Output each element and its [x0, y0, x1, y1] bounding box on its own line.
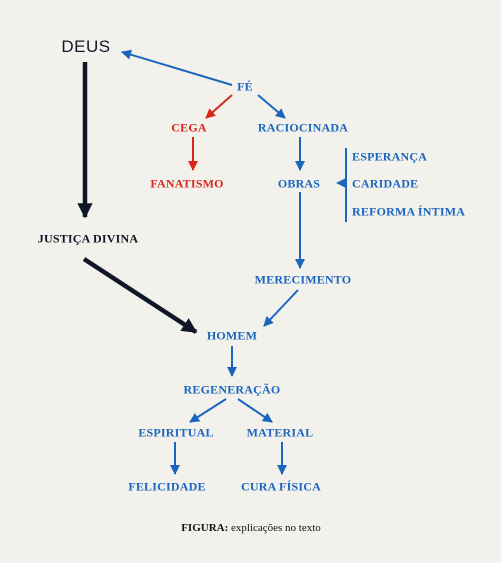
node-cura-fisica: CURA FÍSICA	[241, 479, 321, 494]
node-deus: DEUS	[61, 37, 111, 56]
virtues-bracket-pointer	[336, 178, 346, 188]
node-reforma-intima: REFORMA ÍNTIMA	[352, 204, 466, 219]
arrow-merecimento-to-homem	[263, 289, 299, 327]
arrow-fe-to-deus	[121, 49, 233, 86]
caption-text: explicações no texto	[231, 522, 321, 534]
node-fe: FÉ	[237, 79, 253, 94]
node-raciocinada: RACIOCINADA	[257, 120, 349, 135]
node-regeneracao: REGENERAÇÃO	[183, 382, 281, 397]
node-felicidade: FELICIDADE	[128, 479, 206, 494]
node-homem: HOMEM	[206, 328, 258, 343]
node-caridade: CARIDADE	[352, 176, 419, 191]
node-cega: CEGA	[171, 120, 207, 135]
caption-label: FIGURA:	[181, 522, 229, 534]
node-esperanca: ESPERANÇA	[352, 149, 428, 164]
arrow-regeneracao-to-espiritual	[189, 398, 227, 423]
node-justica-divina: JUSTIÇA DIVINA	[37, 231, 139, 246]
arrow-fe-to-cega	[205, 94, 233, 119]
node-espiritual: ESPIRITUAL	[138, 425, 214, 440]
node-merecimento: MERECIMENTO	[254, 272, 352, 287]
node-obras: OBRAS	[277, 176, 321, 191]
node-fanatismo: FANATISMO	[150, 176, 224, 191]
arrow-regeneracao-to-material	[237, 398, 273, 423]
node-material: MATERIAL	[246, 425, 314, 440]
figure-caption: FIGURA: explicações no texto	[181, 522, 321, 534]
arrow-fe-to-raciocinada	[257, 94, 286, 119]
arrow-justica-to-homem	[82, 257, 198, 334]
